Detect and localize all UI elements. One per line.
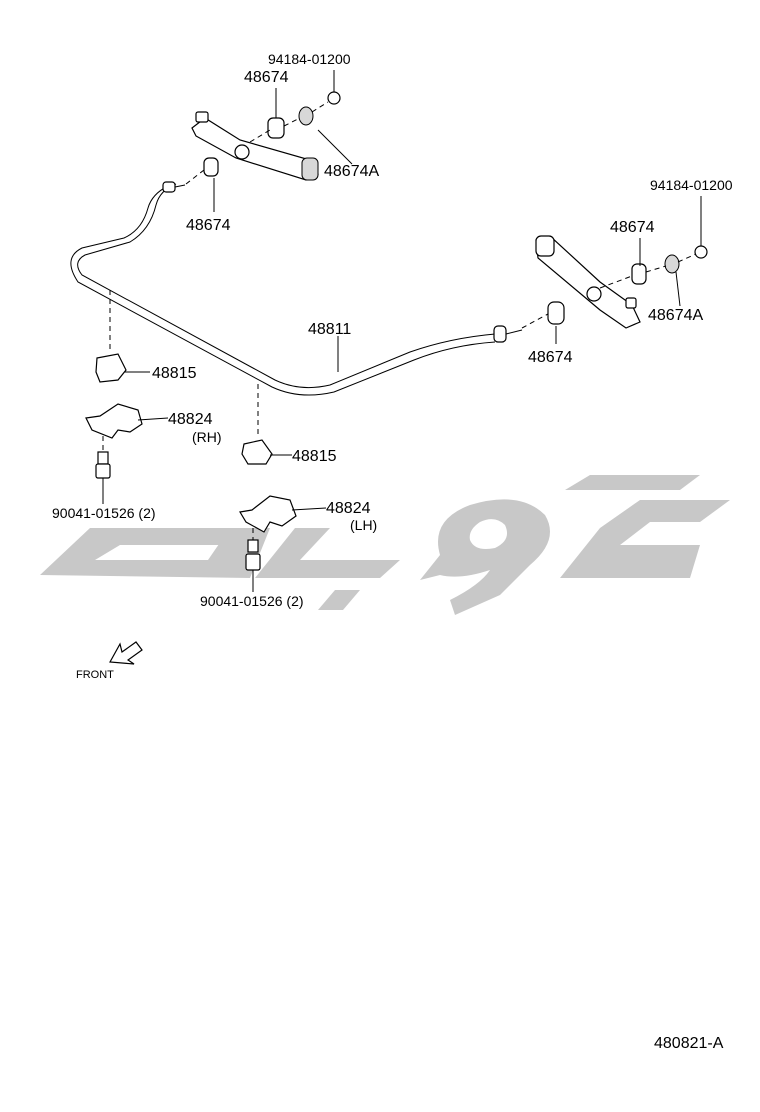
bolt-lh bbox=[247, 539, 259, 553]
watermark-logo bbox=[40, 475, 730, 615]
label-bracket-lh-side: (LH) bbox=[350, 517, 377, 533]
bracket-rh bbox=[85, 403, 143, 439]
diagram-id: 480821-A bbox=[654, 1035, 724, 1052]
bush-top-lower bbox=[203, 157, 219, 177]
bush-right-lower bbox=[547, 301, 565, 325]
label-bush-top-lower: 48674 bbox=[186, 217, 231, 234]
retainer-right bbox=[664, 254, 680, 274]
bolt-rh bbox=[97, 451, 109, 465]
stabilizer-bar bbox=[70, 181, 523, 396]
label-bush-top-upper: 48674 bbox=[244, 69, 289, 86]
bush-right-upper bbox=[631, 263, 647, 285]
label-nut-right: 94184-01200 bbox=[650, 177, 733, 193]
label-bolt-rh: 90041-01526 (2) bbox=[52, 505, 156, 521]
retainer-top bbox=[298, 106, 314, 126]
label-stabilizer-bar: 48811 bbox=[308, 321, 351, 338]
nut-right bbox=[694, 245, 708, 259]
label-bush-right-upper: 48674 bbox=[610, 219, 655, 236]
label-retainer-right: 48674A bbox=[648, 307, 703, 324]
label-bracket-rh: 48824 bbox=[168, 411, 213, 428]
label-bush-right-lower: 48674 bbox=[528, 349, 573, 366]
label-bushing-rh: 48815 bbox=[152, 365, 197, 382]
label-front: FRONT bbox=[76, 669, 114, 681]
label-bracket-rh-side: (RH) bbox=[192, 429, 222, 445]
right-link-assembly bbox=[521, 235, 708, 329]
label-nut-top: 94184-01200 bbox=[268, 51, 351, 67]
top-link-assembly bbox=[185, 91, 341, 185]
bushing-lh bbox=[241, 439, 273, 465]
label-bushing-lh: 48815 bbox=[292, 448, 337, 465]
bush-top-upper bbox=[267, 117, 285, 139]
label-bolt-lh: 90041-01526 (2) bbox=[200, 593, 304, 609]
nut-top bbox=[327, 91, 341, 105]
bushing-rh bbox=[95, 353, 127, 383]
label-bracket-lh: 48824 bbox=[326, 500, 371, 517]
bracket-lh bbox=[239, 495, 297, 533]
label-retainer-top: 48674A bbox=[324, 163, 379, 180]
leader-lines bbox=[102, 70, 702, 592]
mount-parts bbox=[85, 290, 297, 571]
front-arrow-icon bbox=[109, 641, 143, 665]
